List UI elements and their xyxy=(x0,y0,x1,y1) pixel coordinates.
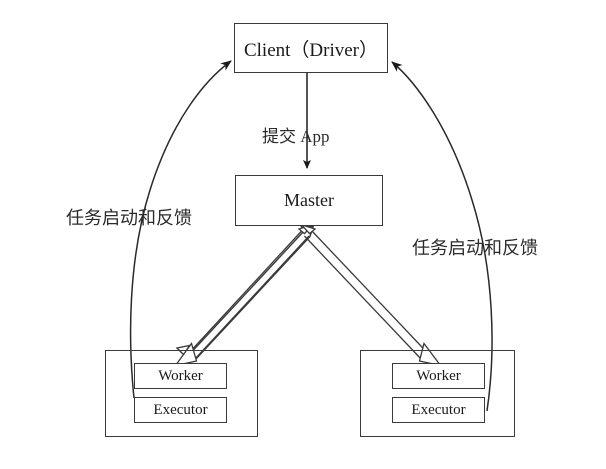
worker-node-group-left xyxy=(105,350,258,437)
node-client-driver-label: Client（Driver） xyxy=(243,39,379,61)
node-client-driver[interactable]: Client（Driver） xyxy=(234,23,388,73)
edge-label-task-feedback-left: 任务启动和反馈 xyxy=(66,208,192,228)
node-executor-left-label: Executor xyxy=(153,401,208,418)
node-executor-left[interactable]: Executor xyxy=(134,397,227,423)
worker-node-group-right xyxy=(360,350,515,437)
node-master[interactable]: Master xyxy=(235,175,383,226)
edge-label-submit-app: 提交 App xyxy=(262,127,330,146)
node-executor-right-label: Executor xyxy=(411,401,466,418)
node-worker-left-label: Worker xyxy=(158,367,203,384)
node-worker-left[interactable]: Worker xyxy=(134,363,227,389)
node-worker-right[interactable]: Worker xyxy=(392,363,485,389)
edge-master-to-worker-left xyxy=(173,222,316,367)
edge-label-task-feedback-right: 任务启动和反馈 xyxy=(412,238,538,258)
node-executor-right[interactable]: Executor xyxy=(392,397,485,423)
node-worker-right-label: Worker xyxy=(416,367,461,384)
node-master-label: Master xyxy=(284,190,334,210)
